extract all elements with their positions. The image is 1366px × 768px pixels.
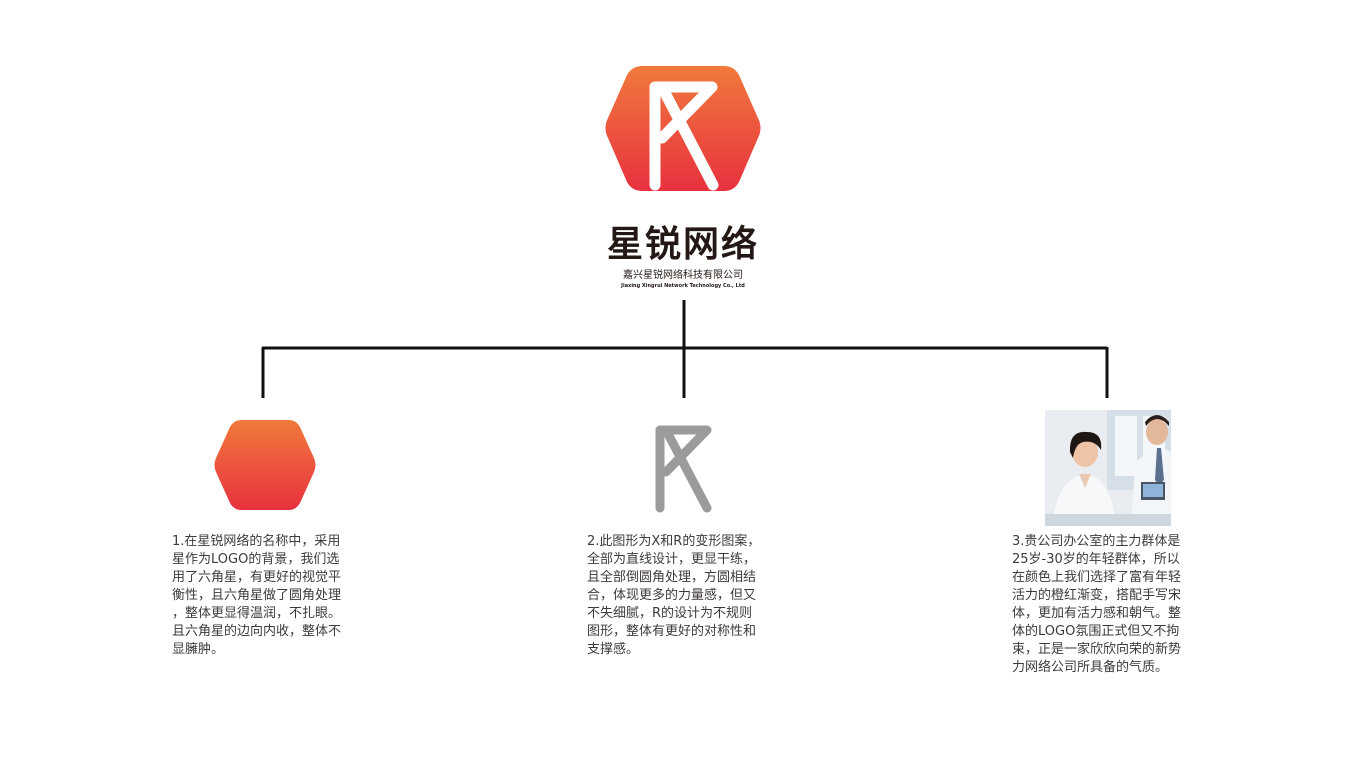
company-name-cn: 嘉兴星锐网络科技有限公司 — [623, 270, 743, 281]
hexagon-icon — [214, 420, 316, 510]
hexagon-star-logo-icon — [605, 66, 761, 191]
description-color: 3.贵公司办公室的主力群体是 25岁-30岁的年轻群体，所以 在颜色上我们选择了… — [1012, 534, 1182, 675]
company-name-en: Jiaxing Xingrui Network Technology Co., … — [621, 283, 745, 289]
office-team-photo — [1045, 410, 1171, 526]
description-hexagon: 1.在星锐网络的名称中，采用 星作为LOGO的背景，我们选 用了六角星，有更好的… — [172, 534, 342, 657]
xr-mark-icon — [655, 425, 712, 513]
brand-name: 星锐网络 — [606, 223, 759, 265]
description-xr-mark: 2.此图形为X和R的变形图案， 全部为直线设计，更显干练， 且全部倒圆角处理，方… — [587, 534, 761, 657]
